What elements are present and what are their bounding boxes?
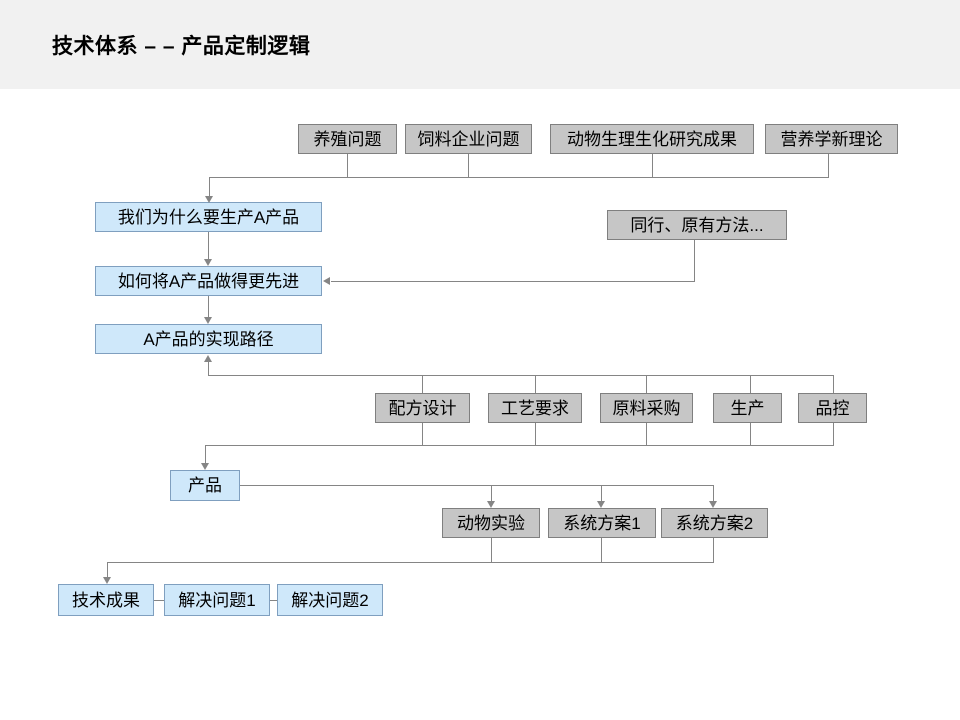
connector-line	[422, 376, 423, 393]
node-quality-control: 品控	[798, 393, 867, 423]
connector-line	[208, 375, 834, 376]
connector-line	[208, 296, 209, 318]
arrowhead	[487, 501, 495, 508]
connector-line	[422, 423, 423, 445]
connector-line	[833, 376, 834, 393]
connector-line	[205, 446, 206, 463]
arrowhead	[323, 277, 330, 285]
connector-line	[491, 486, 492, 501]
node-technical-achievements: 技术成果	[58, 584, 154, 616]
connector-line	[270, 600, 277, 601]
arrowhead	[709, 501, 717, 508]
arrowhead	[204, 259, 212, 266]
node-animal-experiment: 动物实验	[442, 508, 540, 538]
connector-line	[601, 538, 602, 562]
connector-line	[646, 423, 647, 445]
node-peer-existing-methods: 同行、原有方法...	[607, 210, 787, 240]
arrowhead	[204, 355, 212, 362]
slide-header	[0, 0, 960, 89]
page-title: 技术体系 – – 产品定制逻辑	[52, 35, 311, 58]
node-system-solution-2: 系统方案2	[661, 508, 768, 538]
node-animal-physiology-research: 动物生理生化研究成果	[550, 124, 754, 154]
connector-line	[107, 562, 714, 563]
connector-line	[347, 154, 348, 178]
node-why-produce-a-product: 我们为什么要生产A产品	[95, 202, 322, 232]
connector-line	[107, 563, 108, 577]
connector-line	[468, 154, 469, 178]
connector-line	[713, 486, 714, 501]
node-breeding-problems: 养殖问题	[298, 124, 397, 154]
connector-line	[491, 538, 492, 562]
connector-line	[750, 423, 751, 445]
connector-line	[828, 154, 829, 178]
arrowhead	[205, 196, 213, 203]
node-solve-problem-2: 解决问题2	[277, 584, 383, 616]
connector-line	[331, 281, 695, 282]
arrowhead	[201, 463, 209, 470]
connector-line	[601, 486, 602, 501]
node-process-requirements: 工艺要求	[488, 393, 582, 423]
arrowhead	[204, 317, 212, 324]
connector-line	[694, 240, 695, 281]
node-product: 产品	[170, 470, 240, 501]
connector-line	[154, 600, 164, 601]
arrowhead	[103, 577, 111, 584]
connector-line	[750, 376, 751, 393]
connector-line	[713, 538, 714, 562]
node-production: 生产	[713, 393, 782, 423]
connector-line	[209, 178, 210, 196]
connector-line	[535, 423, 536, 445]
arrowhead	[597, 501, 605, 508]
node-how-make-a-more-advanced: 如何将A产品做得更先进	[95, 266, 322, 296]
node-feed-company-problems: 饲料企业问题	[405, 124, 532, 154]
node-nutrition-new-theory: 营养学新理论	[765, 124, 898, 154]
connector-line	[646, 376, 647, 393]
node-formula-design: 配方设计	[375, 393, 470, 423]
connector-line	[535, 376, 536, 393]
node-system-solution-1: 系统方案1	[548, 508, 656, 538]
node-a-realization-path: A产品的实现路径	[95, 324, 322, 354]
connector-line	[209, 177, 829, 178]
connector-line	[652, 154, 653, 178]
connector-line	[833, 423, 834, 445]
node-solve-problem-1: 解决问题1	[164, 584, 270, 616]
connector-line	[208, 232, 209, 260]
connector-line	[208, 362, 209, 375]
node-raw-material-procurement: 原料采购	[600, 393, 693, 423]
connector-line	[205, 445, 834, 446]
connector-line	[240, 485, 714, 486]
